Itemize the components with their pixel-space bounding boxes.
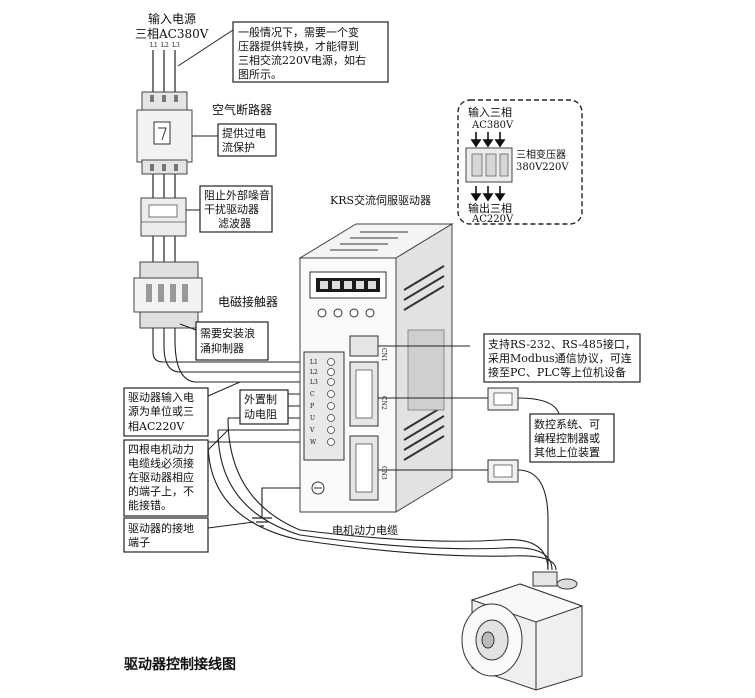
callout-contactor: 需要安装浪 涌抑制器 <box>179 321 269 361</box>
breaker-note-line2: 流保护 <box>222 140 255 154</box>
callout-motor-wires: 四根电机动力 电缆线必须接 在驱动器相应 的端子上，不 能接错。 <box>123 429 229 517</box>
source-phase: 三相AC380V <box>135 27 209 41</box>
filter-note-line2: 干扰驱动器 <box>204 202 259 216</box>
drive-terminal-w: W <box>310 439 317 446</box>
comm-note-line1: 支持RS-232、RS-485接口， <box>488 337 636 351</box>
motor-wire-note-line4: 的端子上，不 <box>128 484 194 498</box>
inset-input-line2: AC380V <box>471 120 514 131</box>
inset-output-line2: AC220V <box>471 214 514 225</box>
motor-cable-label: 电机动力电缆 <box>332 523 398 537</box>
circuit-breaker <box>136 91 193 175</box>
down-arrows-out-icon <box>470 186 506 202</box>
motor-wire-note-line1: 四根电机动力 <box>128 442 194 456</box>
db9-connector-icon <box>487 387 519 411</box>
transformer-note-line3: 三相交流220V电源，如右 <box>238 53 366 67</box>
controller-note-line1: 数控系统、可 <box>534 417 600 431</box>
controller-note-line3: 其他上位装置 <box>534 445 600 459</box>
terminal-l1: L1 <box>150 42 158 49</box>
ground-symbol-icon <box>252 517 272 527</box>
callout-filter: 阻止外部噪音 干扰驱动器 滤波器 <box>186 185 273 233</box>
drive-terminal-l1: L1 <box>310 359 318 366</box>
drive-terminal-v: V <box>309 427 315 434</box>
transformer-note-line2: 压器提供转换，才能得到 <box>238 39 359 53</box>
inset-name-line1: 三相变压器 <box>516 148 566 161</box>
terminal-l2: L2 <box>161 42 169 49</box>
drive-input-note-line2: 源为单位或三 <box>128 404 194 418</box>
servo-motor-icon <box>461 571 584 691</box>
brake-resistor-note-line1: 外置制 <box>244 393 277 406</box>
power-source: 输入电源 三相AC380V L1 L2 L3 <box>135 11 209 49</box>
drive-terminal-u: U <box>310 415 315 422</box>
port-cn2: CN2 <box>380 396 387 410</box>
drive-terminal-l3: L3 <box>310 379 318 386</box>
drive-input-note-line1: 驱动器输入电 <box>128 390 194 404</box>
filter-note-line3: 滤波器 <box>218 217 251 230</box>
port-cn3: CN3 <box>380 466 387 480</box>
source-title: 输入电源 <box>148 11 196 26</box>
filter-note-line1: 阻止外部噪音 <box>204 188 270 202</box>
motor-wire-note-line2: 电缆线必须接 <box>128 456 194 470</box>
callout-breaker: 提供过电 流保护 <box>192 123 277 157</box>
port-cn1: CN1 <box>380 348 387 362</box>
callout-transformer: 一般情况下，需要一个变 压器提供转换，才能得到 三相交流220V电源，如右 图所… <box>177 21 389 83</box>
callout-brake-resistor: 外置制 动电阻 <box>239 389 289 425</box>
transformer-note-line4: 图所示。 <box>238 68 282 81</box>
ground-note-line1: 驱动器的接地 <box>128 521 194 535</box>
noise-filter <box>140 197 187 237</box>
contactor-note-line1: 需要安装浪 <box>200 326 255 340</box>
breaker-note-line1: 提供过电 <box>222 126 266 140</box>
inset-name-line2: 380V220V <box>516 162 569 173</box>
drive-title: KRS交流伺服驱动器 <box>330 193 431 207</box>
magnetic-contactor <box>133 261 203 329</box>
callout-ground: 驱动器的接地 端子 <box>123 517 255 553</box>
inset-output-line1: 输出三相 <box>468 201 512 215</box>
drive-terminal-p: P <box>310 403 314 410</box>
callout-drive-input: 驱动器输入电 源为单位或三 相AC220V <box>123 381 241 437</box>
comm-note-line3: 接至PC、PLC等上位机设备 <box>488 365 626 379</box>
terminal-l3: L3 <box>172 42 180 49</box>
transformer-inset: 输入三相 AC380V 三相变压器 380V220V 输出三相 AC220V <box>457 99 583 225</box>
drive-input-note-line3: 相AC220V <box>128 420 185 433</box>
servo-drive: L1 L2 L3 C P U V W CN1 CN2 CN3 <box>298 223 454 513</box>
motor-wire-note-line3: 在驱动器相应 <box>128 470 194 484</box>
callout-comm: 支持RS-232、RS-485接口， 采用Modbus通信协议，可连 接至PC、… <box>483 333 641 383</box>
comm-wires <box>378 345 561 570</box>
ground-note-line2: 端子 <box>128 536 150 549</box>
drive-terminal-l2: L2 <box>310 369 318 376</box>
down-arrows-in-icon <box>470 132 506 148</box>
comm-note-line2: 采用Modbus通信协议，可连 <box>488 351 632 365</box>
motor-wire-note-line5: 能接错。 <box>128 498 172 512</box>
controller-note-line2: 编程控制器或 <box>534 431 600 445</box>
db25-connector-icon <box>487 459 519 483</box>
transformer-icon <box>465 147 513 183</box>
diagram-caption: 驱动器控制接线图 <box>124 657 236 673</box>
contactor-note-line2: 涌抑制器 <box>200 341 244 355</box>
inset-input-line1: 输入三相 <box>468 105 512 119</box>
drive-terminal-c: C <box>310 391 315 398</box>
brake-resistor-note-line2: 动电阻 <box>244 408 277 421</box>
breaker-label: 空气断路器 <box>212 102 272 117</box>
callout-controller: 数控系统、可 编程控制器或 其他上位装置 <box>529 413 615 463</box>
contactor-label: 电磁接触器 <box>218 294 278 309</box>
transformer-note-line1: 一般情况下，需要一个变 <box>238 25 359 39</box>
